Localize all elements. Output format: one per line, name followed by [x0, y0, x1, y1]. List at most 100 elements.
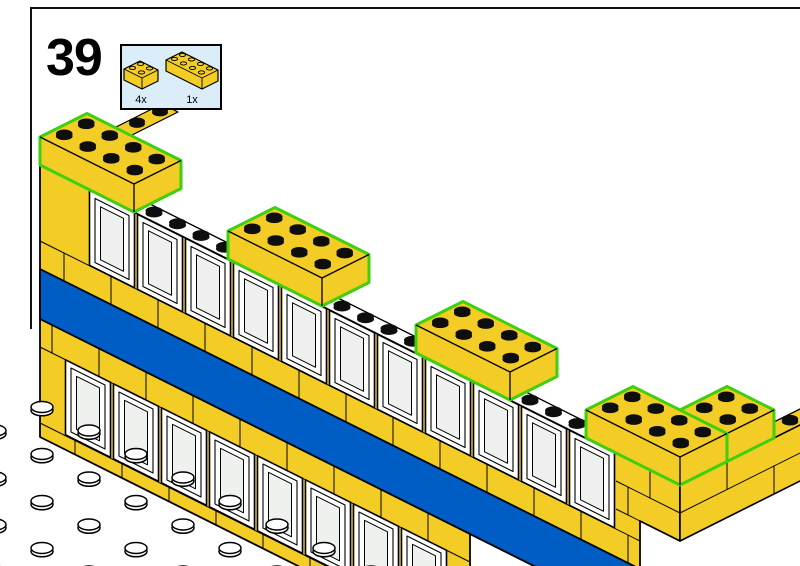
step-number: 39 [46, 29, 103, 87]
stud [357, 312, 374, 321]
stud [290, 247, 308, 256]
stud [524, 341, 542, 350]
part-qty-label: 4x [135, 93, 147, 106]
upper-window [520, 405, 568, 505]
mini-stud [128, 65, 137, 70]
baseplate-stud [171, 518, 195, 531]
window-pane [244, 278, 268, 344]
stud [243, 223, 261, 232]
stud [102, 153, 120, 162]
stud [781, 414, 799, 424]
parts-callout-box: 4x 1x [120, 44, 222, 110]
baseplate-stud [218, 541, 242, 555]
stud [694, 426, 712, 435]
upper-windows [88, 189, 616, 529]
stud [265, 212, 283, 221]
baseplate-stud [30, 400, 54, 414]
stud [625, 414, 643, 423]
stud [670, 415, 688, 424]
upper-window [280, 285, 328, 385]
upper-window [568, 429, 616, 529]
stud [672, 437, 690, 446]
window-pane [580, 446, 604, 512]
upper-window [328, 309, 376, 409]
stud [101, 130, 119, 139]
baseplate-stud [30, 541, 54, 555]
stud [719, 414, 737, 423]
window-pane [436, 374, 460, 440]
window-pane [76, 375, 100, 442]
upper-window [184, 237, 232, 337]
part-item-brick-2x4-yellow: 1x [164, 49, 220, 106]
stud [647, 403, 665, 412]
mini-stud [170, 56, 179, 61]
window-pane [100, 206, 124, 272]
blue-stripe [39, 268, 637, 566]
window-pane [148, 230, 172, 296]
part-item-brick-2x2-yellow: 4x [122, 58, 160, 106]
window-pane [364, 519, 388, 566]
part-qty-label: 1x [186, 93, 198, 106]
baseplate-stud [124, 494, 148, 508]
stud [601, 402, 619, 411]
mini-stud [137, 70, 146, 75]
window-pane [532, 422, 556, 488]
mini-stud [178, 52, 187, 57]
baseplate-stud [77, 471, 101, 484]
mini-stud [205, 66, 214, 71]
baseplate-stud [30, 494, 54, 508]
upper-window [424, 357, 472, 457]
upper-window [376, 333, 424, 433]
stud [169, 218, 186, 227]
mini-stud [187, 57, 196, 62]
parts-list: 4x 1x [123, 49, 219, 106]
stud [502, 352, 520, 361]
stud [623, 391, 641, 400]
window-pane [292, 302, 316, 368]
stud [545, 406, 562, 415]
stud [129, 117, 145, 126]
stud [380, 324, 398, 333]
stud [568, 418, 586, 427]
window-pane [388, 350, 412, 416]
new-brick-1 [38, 112, 183, 214]
stud [695, 402, 713, 411]
lower-window [352, 502, 400, 566]
mini-stud [136, 61, 145, 66]
stud [500, 330, 518, 339]
stud [192, 230, 210, 239]
baseplate-stud [77, 424, 101, 437]
baseplate-stud [218, 494, 242, 508]
stripe-face [39, 268, 637, 566]
baseplate-stud [30, 447, 54, 461]
stud [478, 341, 496, 350]
page-border-top [30, 7, 800, 9]
highlighted-new-bricks [38, 112, 776, 487]
upper-window [472, 381, 520, 481]
upper-window [88, 189, 136, 289]
baseplate-stud [265, 518, 289, 531]
baseplate-stud [312, 541, 336, 555]
stud [453, 306, 471, 315]
baseplate-stud [171, 471, 195, 484]
stud [77, 118, 95, 127]
baseplate-studs [0, 400, 377, 566]
stud [79, 141, 97, 150]
stud [289, 224, 307, 233]
mini-stud [196, 61, 205, 66]
brick-2x2-yellow-icon [123, 60, 159, 90]
stud [145, 206, 163, 215]
mini-stud [188, 65, 197, 70]
stud [314, 258, 332, 267]
window-pane [196, 254, 220, 320]
stud [124, 142, 142, 151]
stud [312, 236, 330, 245]
baseplate-stud [0, 471, 7, 484]
stud [126, 164, 144, 173]
baseplate-stud [0, 518, 7, 531]
baseplate-stud [0, 424, 7, 437]
window-pane [484, 398, 508, 464]
stud [336, 247, 354, 256]
stud [648, 426, 666, 435]
